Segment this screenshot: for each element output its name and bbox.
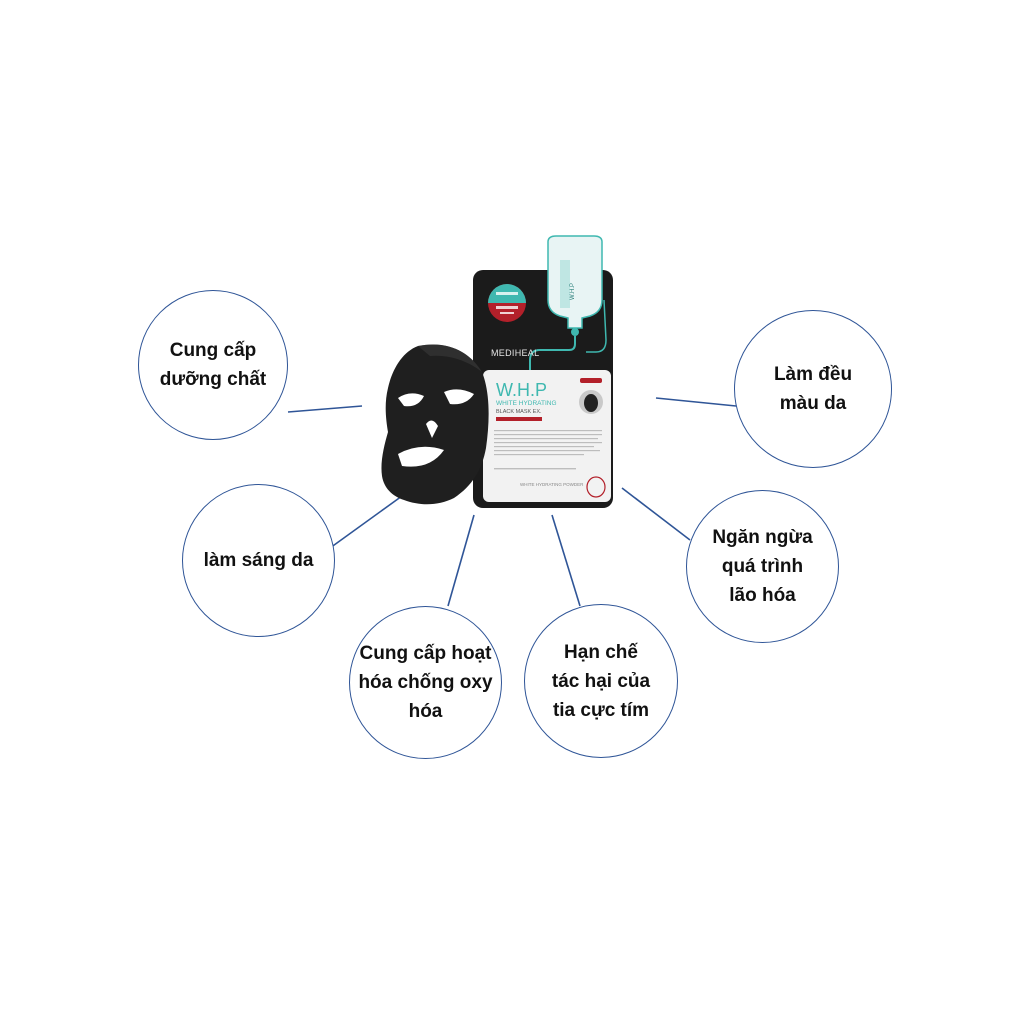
brand-name: MEDIHEAL (491, 348, 539, 358)
benefit-brighten: làm sáng da (182, 484, 335, 637)
benefit-uv: Hạn chế tác hại của tia cực tím (524, 604, 678, 758)
product-name: W.H.P (496, 380, 547, 400)
connector-nourish (287, 405, 363, 413)
benefit-antioxidant: Cung cấp hoạt hóa chống oxy hóa (349, 606, 502, 759)
benefit-nourish: Cung cấp dưỡng chất (138, 290, 288, 440)
product-bottom-text: WHITE HYDRATING POWDER (520, 482, 584, 487)
benefit-brighten-text: làm sáng da (203, 550, 314, 571)
face-mask-icon (381, 344, 489, 505)
connector-antioxidant (447, 514, 475, 607)
svg-text:W.H.P: W.H.P (570, 283, 576, 300)
benefit-evenskin: Làm đều màu da (734, 310, 892, 468)
mask-package: W.H.P MEDIHEAL W.H.P WHITE HYDRATING BLA… (473, 235, 613, 508)
product-subtitle-1: WHITE HYDRATING (496, 400, 557, 407)
ampoule-icon: W.H.P (529, 235, 607, 370)
benefit-evenskin-text: Làm đều màu da (773, 364, 853, 414)
benefit-nourish-text: Cung cấp dưỡng chất (159, 340, 267, 390)
connector-brighten (329, 495, 403, 549)
connector-evenskin (655, 397, 737, 407)
benefit-antiaging-text: Ngăn ngừa quá trình lão hóa (712, 527, 813, 606)
product-subtitle-2: BLACK MASK EX. (496, 409, 542, 415)
benefit-antiaging: Ngăn ngừa quá trình lão hóa (686, 490, 839, 643)
connector-antiaging (621, 487, 691, 541)
benefit-antioxidant-text: Cung cấp hoạt hóa chống oxy hóa (358, 643, 493, 722)
benefit-uv-text: Hạn chế tác hại của tia cực tím (551, 641, 651, 721)
connector-uv (551, 514, 581, 607)
